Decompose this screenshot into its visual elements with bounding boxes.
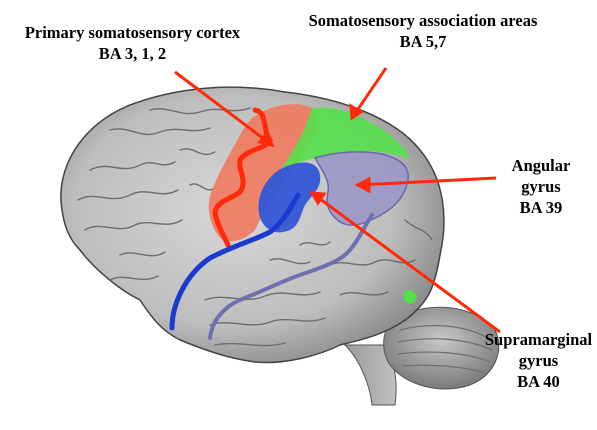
supramarginal-label-line1: Supramarginal bbox=[480, 329, 597, 350]
association-label-line2: BA 5,7 bbox=[283, 31, 563, 52]
angular-gyrus-label: Angular gyrus BA 39 bbox=[486, 155, 596, 218]
angular-label-line3: BA 39 bbox=[486, 197, 596, 218]
association-label-line1: Somatosensory association areas bbox=[283, 10, 563, 31]
supramarginal-label-line3: BA 40 bbox=[480, 371, 597, 392]
angular-label-line1: Angular bbox=[486, 155, 596, 176]
primary-somatosensory-label: Primary somatosensory cortex BA 3, 1, 2 bbox=[0, 22, 265, 64]
primary-label-line2: BA 3, 1, 2 bbox=[0, 43, 265, 64]
supramarginal-gyrus-label: Supramarginal gyrus BA 40 bbox=[480, 329, 597, 392]
supramarginal-label-line2: gyrus bbox=[480, 350, 597, 371]
primary-label-line1: Primary somatosensory cortex bbox=[0, 22, 265, 43]
angular-label-line2: gyrus bbox=[486, 176, 596, 197]
association-areas-label: Somatosensory association areas BA 5,7 bbox=[283, 10, 563, 52]
